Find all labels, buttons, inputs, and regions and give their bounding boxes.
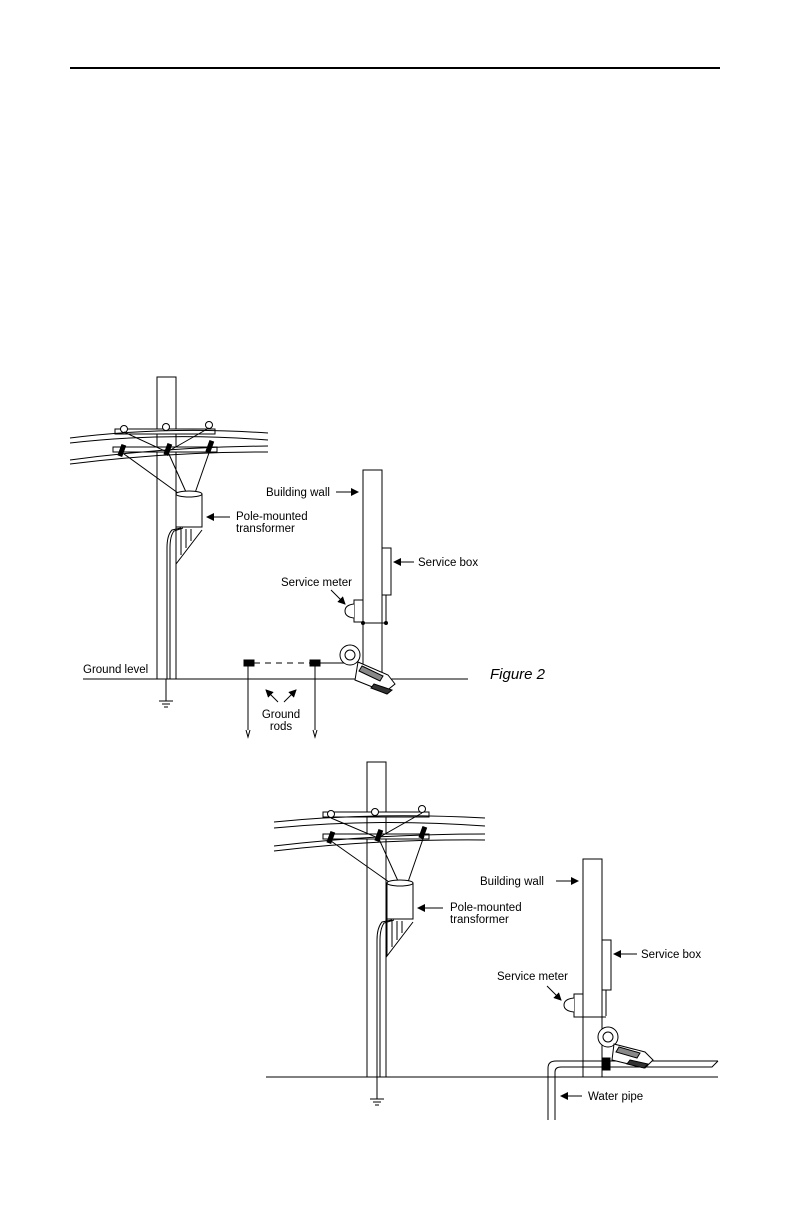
service-box: [382, 548, 391, 595]
bottom-diagram: [266, 762, 718, 1120]
top-diagram: [70, 377, 468, 737]
top-service-box-label: Service box: [418, 557, 478, 569]
building-wall: [363, 470, 382, 680]
ground-rods: [244, 660, 345, 737]
top-transformer-label-line1: Pole-mounted: [236, 511, 308, 523]
bottom-labels: Building wall Pole-mounted transformer S…: [418, 876, 701, 1103]
ground-level-label: Ground level: [83, 664, 148, 676]
water-pipe: [548, 1058, 718, 1120]
top-service-meter-label: Service meter: [281, 577, 352, 589]
water-pipe-label: Water pipe: [588, 1091, 643, 1103]
pole-ground-symbol: [159, 679, 173, 707]
figure-caption: Figure 2: [490, 666, 546, 683]
bottom-building-wall-label: Building wall: [480, 876, 544, 888]
top-transformer-label-line2: transformer: [236, 523, 295, 535]
top-labels: Building wall Pole-mounted transformer S…: [83, 487, 546, 733]
bottom-service-box-label: Service box: [641, 949, 701, 961]
service-box-2: [602, 940, 611, 990]
top-building-wall-label: Building wall: [266, 487, 330, 499]
bottom-transformer-label-line2: transformer: [450, 914, 509, 926]
ground-rods-label-line1: Ground: [262, 709, 300, 721]
bottom-transformer-label-line1: Pole-mounted: [450, 902, 522, 914]
bottom-service-meter-label: Service meter: [497, 971, 568, 983]
ground-rods-label-line2: rods: [270, 721, 293, 733]
pole-ground-symbol-2: [370, 1077, 384, 1105]
building-wall-2: [583, 859, 602, 1077]
